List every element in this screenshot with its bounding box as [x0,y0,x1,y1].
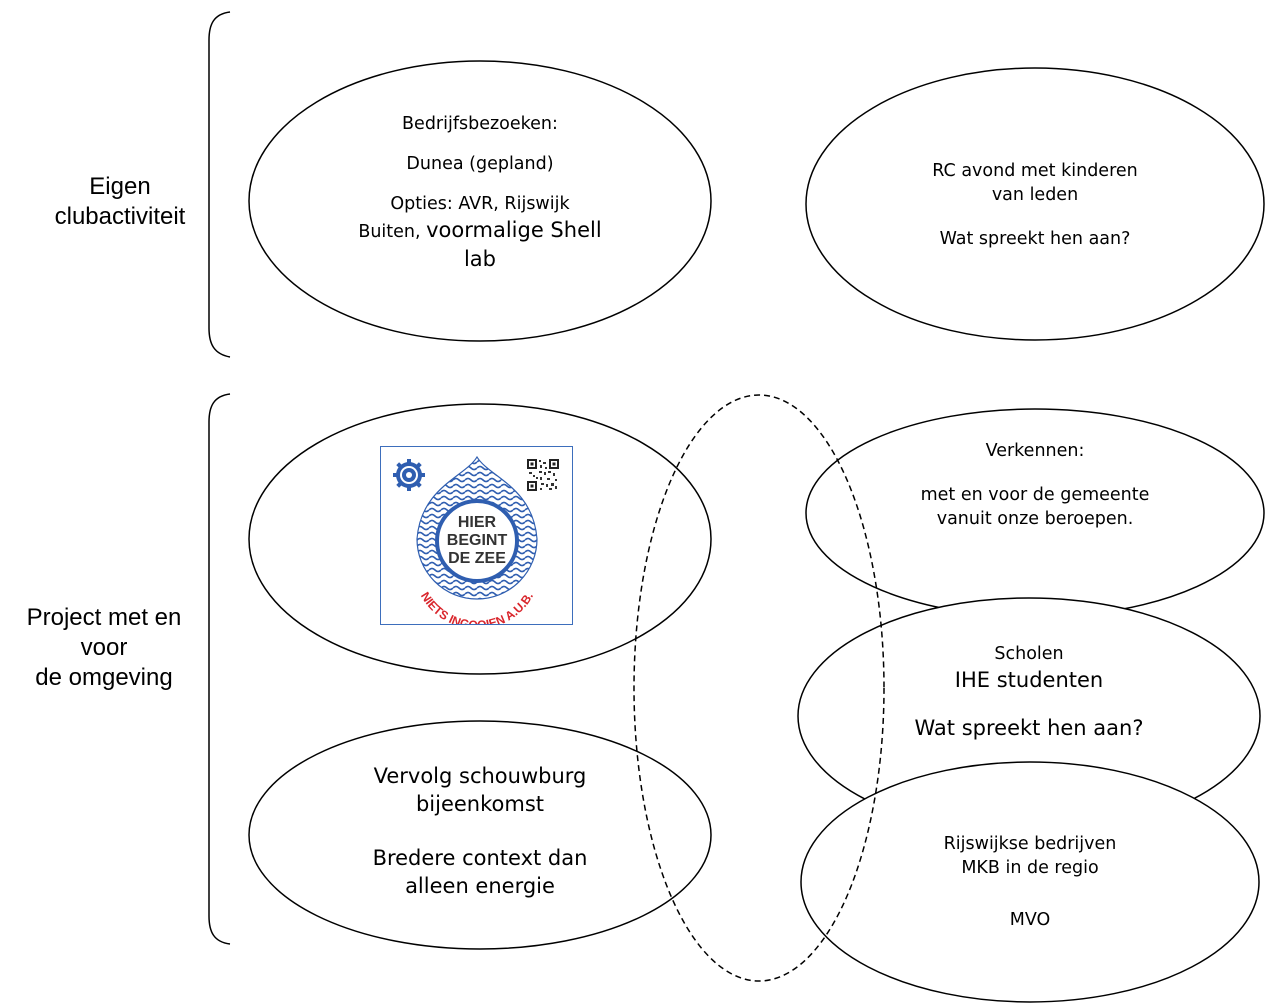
text-line: Wat spreekt hen aan? [914,716,1144,740]
text-line: Scholen [994,644,1064,664]
logo-line-1: HIER [458,514,497,531]
text-line: Buiten, voormalige Shell [310,216,650,246]
brace-bottom [208,393,231,945]
ellipse-schouwburg [248,720,712,950]
ellipse-bedrijfsbezoeken [248,60,712,342]
group-label-eigen-clubactiviteit: Eigen clubactiviteit [40,172,200,232]
text-line: IHE studenten [954,668,1104,692]
text-line: Vervolg schouwburg [373,764,587,788]
water-drop-icon [416,455,538,600]
group-label-line: Eigen [89,173,151,200]
text-line: alleen energie [405,874,555,898]
text-fragment: voormalige Shell [426,218,602,242]
text-rc-avond: RC avond met kinderen van leden Wat spre… [880,159,1190,251]
qr-code-icon [527,459,559,491]
text-bedrijfsbezoeken: Bedrijfsbezoeken: Dunea (gepland) Opties… [310,112,650,272]
text-line: Rijswijkse bedrijven [943,834,1117,854]
logo-graphic: HIER BEGINT DE ZEE NIETS INGOOIEN A.U.B. [393,455,559,632]
group-label-line: de omgeving [35,664,173,691]
group-label-line: Project met en [26,604,182,631]
text-fragment: Buiten, [358,222,427,242]
text-line: lab [463,247,497,271]
text-line: Dunea (gepland) [406,154,554,174]
text-line: Wat spreekt hen aan? [939,229,1131,249]
logo-line-2: BEGINT [447,532,508,549]
logo-line-3: DE ZEE [448,550,506,567]
text-verkennen: Verkennen: met en voor de gemeente vanui… [880,439,1190,531]
group-label-line: clubactiviteit [54,203,186,230]
dashed-grouping-ellipse [633,394,885,982]
ellipse-rc-avond [805,67,1265,341]
text-line: bijeenkomst [415,792,545,816]
text-line: Opties: AVR, Rijswijk [390,194,570,214]
text-line: MKB in de regio [961,858,1099,878]
text-bedrijven: Rijswijkse bedrijven MKB in de regio MVO [880,832,1180,932]
text-line: van leden [991,185,1079,205]
group-label-project-omgeving: Project met en voor de omgeving [0,603,208,693]
brace-top [208,11,231,358]
text-line: MVO [1009,910,1051,930]
text-line: Bedrijfsbezoeken: [402,114,558,134]
hier-begint-de-zee-logo: HIER BEGINT DE ZEE NIETS INGOOIEN A.U.B. [380,446,573,632]
text-schouwburg: Vervolg schouwburg bijeenkomst Bredere c… [320,762,640,900]
rotary-wheel-icon [393,459,425,491]
text-line: Bredere context dan [372,846,588,870]
text-line: met en voor de gemeente [920,485,1150,505]
text-scholen: Scholen IHE studenten Wat spreekt hen aa… [879,642,1179,742]
ellipse-bedrijven [800,761,1260,1003]
text-line: RC avond met kinderen [932,161,1138,181]
group-label-line: voor [80,634,128,661]
text-line: Verkennen: [985,441,1085,461]
text-line: vanuit onze beroepen. [936,509,1134,529]
